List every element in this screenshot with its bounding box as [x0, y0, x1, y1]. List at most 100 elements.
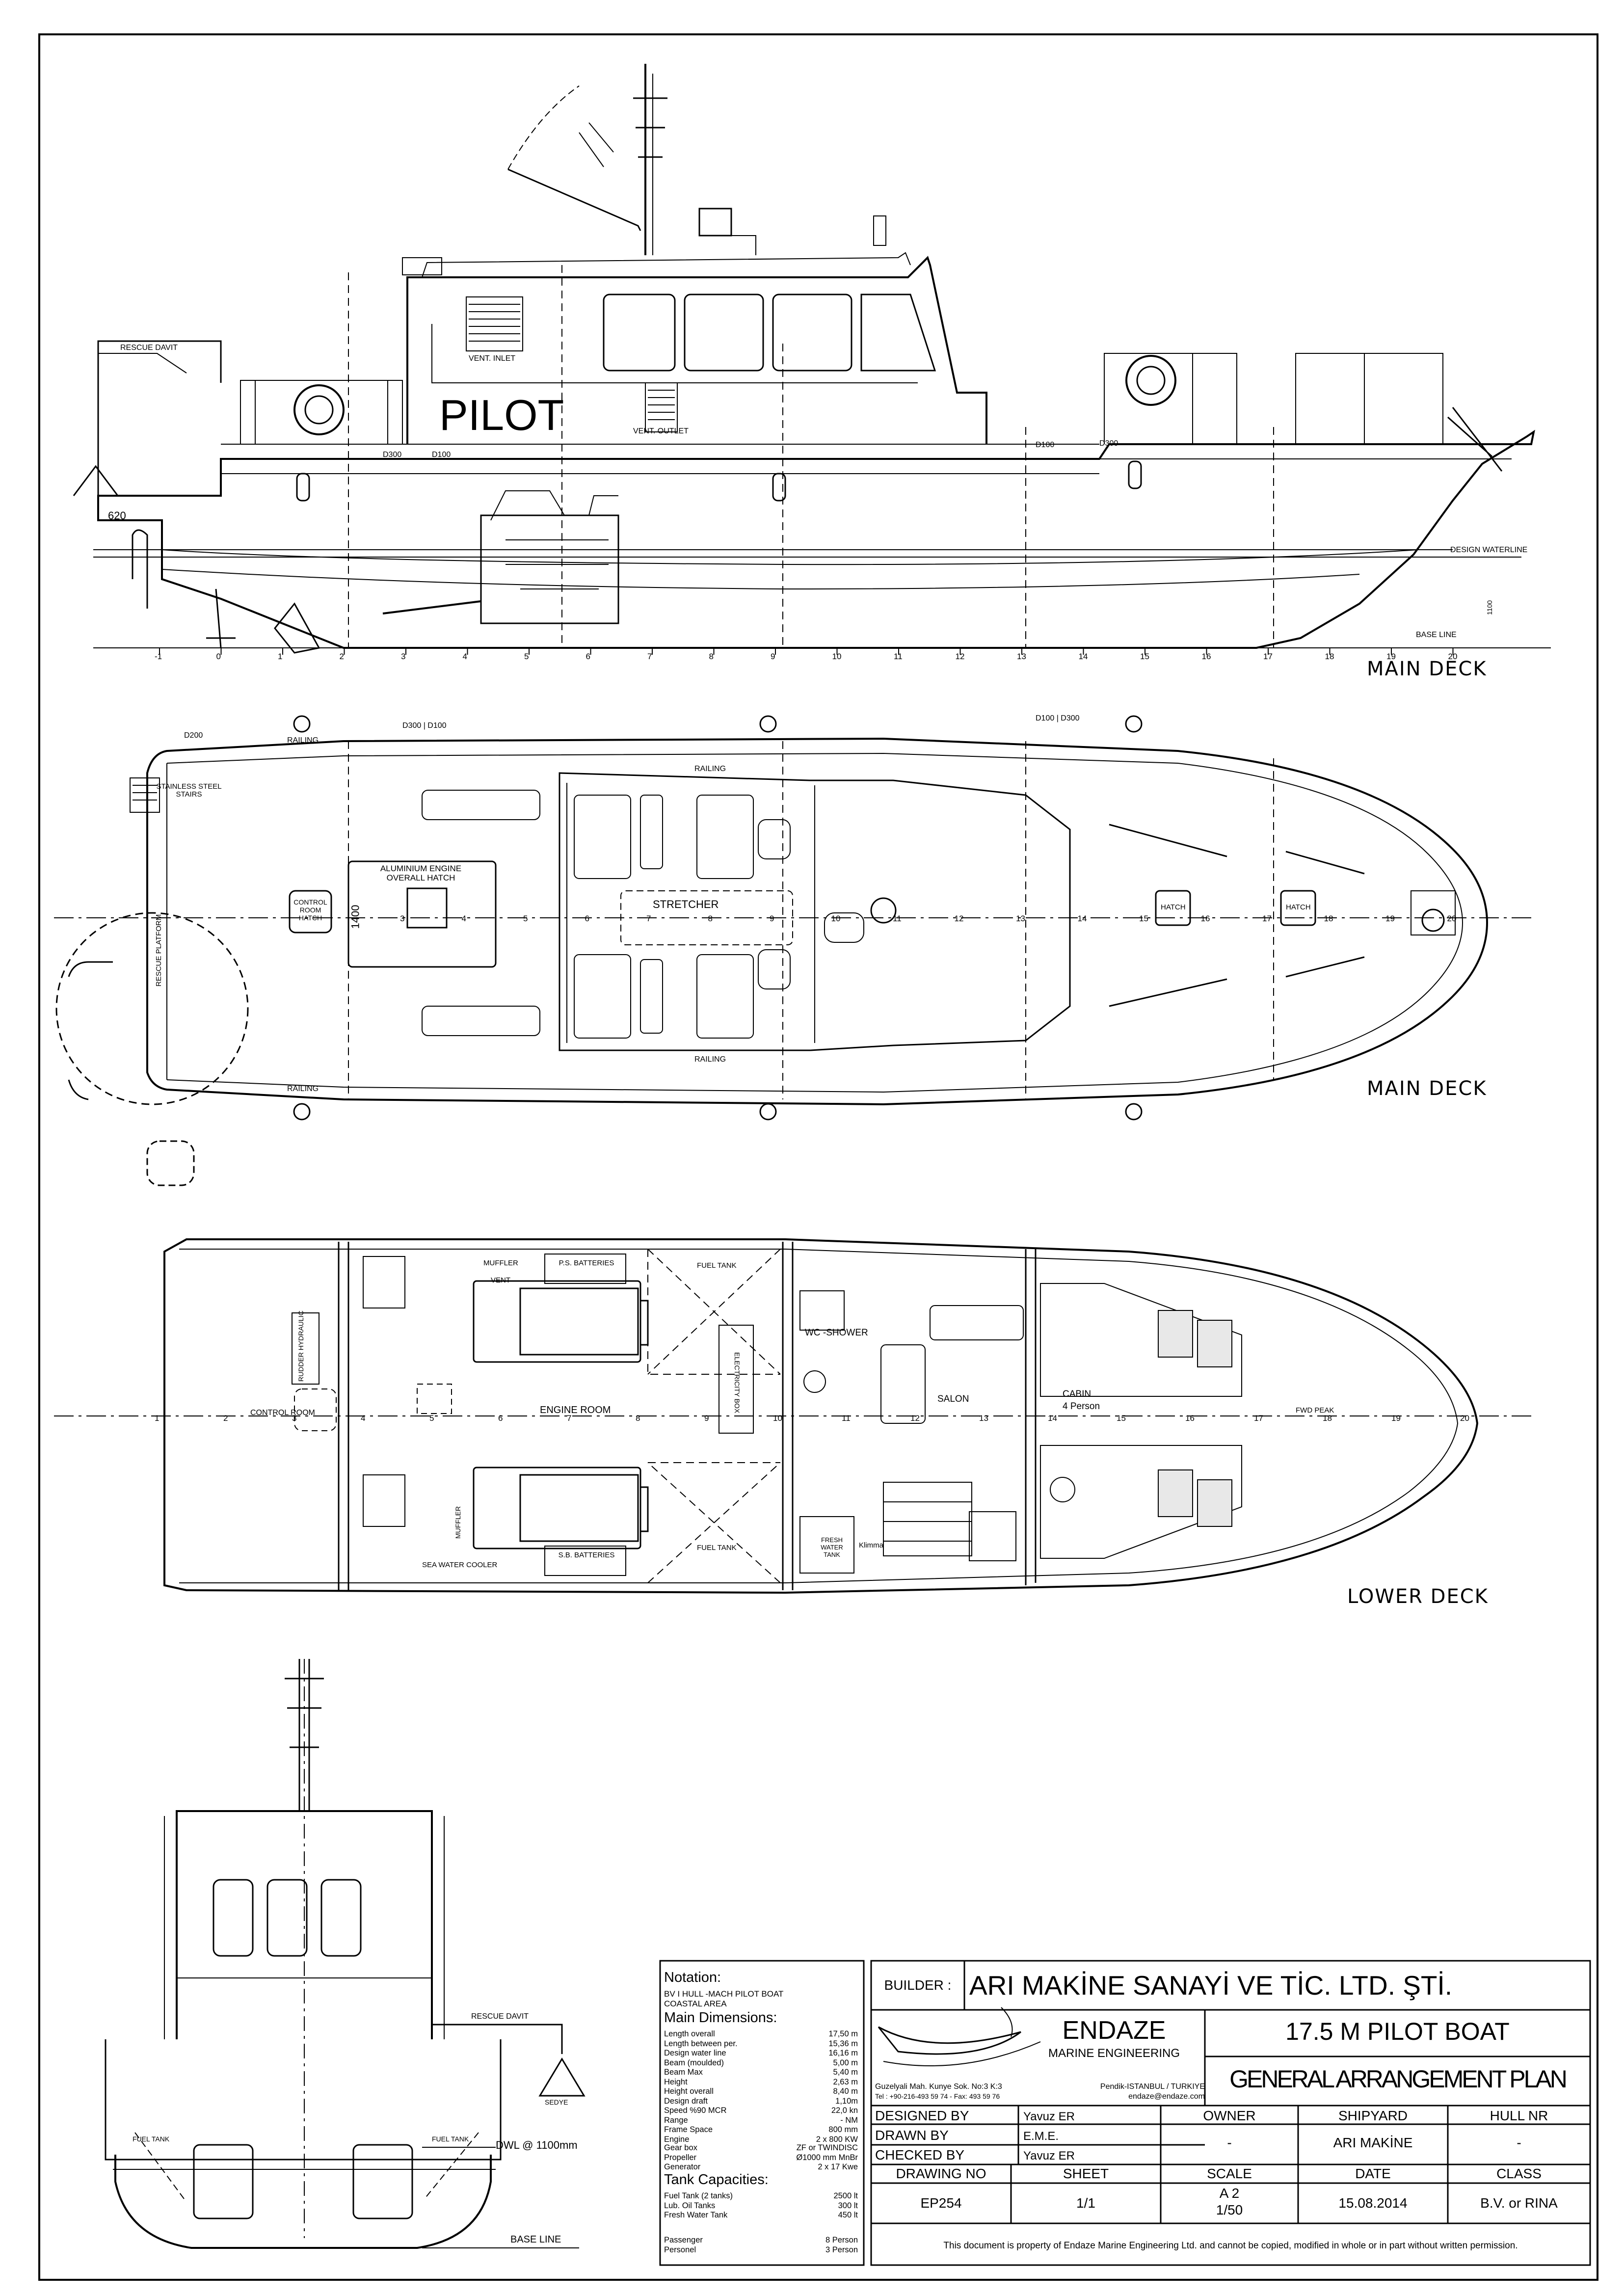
lower-fwd-peak: FWD PEAK [1296, 1406, 1334, 1415]
frame-number: 7 [647, 652, 652, 661]
frame-number: 13 [1017, 652, 1026, 661]
frame-number: 20 [1447, 914, 1457, 923]
notation-key: Fuel Tank (2 tanks) [664, 2191, 733, 2200]
notation-value: 5,40 m [833, 2068, 858, 2077]
lower-fresh-water-tank: FRESH WATER TANK [821, 1536, 843, 1558]
frame-number: 8 [709, 652, 714, 661]
builder-name: ARI MAKİNE SANAYİ VE TİC. LTD. ŞTİ. [969, 1970, 1453, 2001]
lower-engine-room: ENGINE ROOM [540, 1405, 611, 1415]
lower-ps-batteries: P.S. BATTERIES [559, 1259, 614, 1267]
builder-label: BUILDER : [884, 1977, 952, 1993]
deck-railing-mid-top: RAILING [694, 765, 726, 773]
lower-sb-batteries: S.B. BATTERIES [558, 1551, 615, 1559]
sheet-label: SHEET [1063, 2166, 1109, 2181]
frame-number: 9 [704, 1414, 709, 1423]
notation-key: Speed %90 MCR [664, 2106, 727, 2115]
class-value: B.V. or RINA [1480, 2195, 1558, 2211]
lower-sea-water-cooler: SEA WATER COOLER [422, 1561, 498, 1569]
company-sub: MARINE ENGINEERING [1048, 2047, 1180, 2060]
profile-dim-620: 620 [108, 509, 126, 522]
lower-klimma: Klimma [859, 1541, 884, 1549]
shipyard-value: ARI MAKİNE [1333, 2135, 1413, 2150]
profile-fender-d300-b: D300 [1099, 439, 1118, 448]
company-name: ENDAZE [1062, 2016, 1166, 2045]
frame-number: 5 [524, 652, 529, 661]
frame-number: 3 [292, 1414, 297, 1423]
frame-number: 3 [401, 652, 406, 661]
profile-dim-1100: 1100 [1486, 600, 1494, 615]
frame-number: 16 [1201, 652, 1211, 661]
notation-key: Gear box [664, 2143, 697, 2152]
frame-number: 19 [1391, 1414, 1401, 1423]
section-base-line: BASE LINE [510, 2234, 561, 2245]
lower-cabin: CABIN [1063, 1389, 1092, 1399]
frame-number: 7 [646, 914, 651, 923]
deck-engine-hatch: ALUMINIUM ENGINE OVERALL HATCH [380, 864, 462, 882]
notation-key: Passenger [664, 2236, 703, 2244]
profile-design-waterline: DESIGN WATERLINE [1450, 546, 1528, 554]
notation-value: - NM [840, 2115, 858, 2125]
frame-number: 16 [1200, 914, 1210, 923]
frame-number: 6 [498, 1414, 503, 1423]
notation-value: 8 Person [825, 2236, 858, 2244]
deck-stairs: STAINLESS STEEL STAIRS [156, 782, 222, 799]
notation-value: 3 Person [825, 2245, 858, 2254]
notation-value: 2500 lt [833, 2191, 858, 2200]
section-fuel-tank-left: FUEL TANK [133, 2135, 170, 2143]
main-deck-view [54, 715, 1536, 1186]
deck-railing-top: RAILING [287, 736, 319, 745]
deck-stretcher: STRETCHER [653, 898, 719, 910]
lower-cabin-persons: 4 Person [1063, 1401, 1100, 1412]
notation-key: Propeller [664, 2153, 697, 2162]
profile-title: MAIN DECK [1367, 658, 1487, 680]
deck-hatch-a: HATCH [1161, 903, 1186, 911]
frame-number: 4 [462, 652, 467, 661]
profile-fender-d100-b: D100 [1036, 441, 1055, 449]
frame-number: 18 [1324, 914, 1333, 923]
shipyard-label: SHIPYARD [1338, 2108, 1408, 2123]
notation-value: 17,50 m [828, 2029, 858, 2038]
deck-railing-mid-bottom: RAILING [694, 1055, 726, 1064]
notation-key: Length between per. [664, 2039, 738, 2048]
notation-value: 2,63 m [833, 2077, 858, 2086]
frame-number: 14 [1048, 1414, 1057, 1423]
notation-key: Beam Max [664, 2068, 703, 2077]
notation-dims-title: Main Dimensions: [664, 2010, 777, 2026]
frame-number: 5 [429, 1414, 434, 1423]
profile-fender-d100-a: D100 [432, 451, 451, 459]
notation-title: Notation: [664, 1970, 721, 1985]
section-dwl: DWL @ 1100mm [496, 2139, 578, 2151]
notation-value: 300 lt [838, 2201, 858, 2210]
notation-value: 8,40 m [833, 2087, 858, 2096]
frame-number: 18 [1323, 1414, 1332, 1423]
profile-base-line: BASE LINE [1416, 631, 1457, 639]
lower-control-room: CONTROL ROOM [250, 1409, 315, 1417]
lower-muffler-top: MUFFLER [483, 1259, 518, 1267]
checked-by-label: CHECKED BY [875, 2147, 965, 2163]
frame-number: 1 [278, 652, 283, 661]
lower-salon: SALON [937, 1394, 969, 1404]
frame-number: 8 [708, 914, 713, 923]
notation-value: 450 lt [838, 2211, 858, 2219]
frame-number: 19 [1386, 652, 1396, 661]
frame-number: 11 [894, 652, 903, 661]
frame-number: 7 [567, 1414, 572, 1423]
notation-value: 5,00 m [833, 2058, 858, 2067]
notation-key: Design water line [664, 2049, 726, 2057]
profile-pilot-text: PILOT [439, 391, 564, 439]
main-deck-title: MAIN DECK [1367, 1077, 1487, 1100]
frame-number: 1 [155, 1414, 160, 1423]
address-left: Guzelyali Mah. Kunye Sok. No:3 K:3 [875, 2082, 1002, 2091]
notation-key: Fresh Water Tank [664, 2211, 728, 2219]
scale-ratio: 1/50 [1216, 2202, 1243, 2217]
notation-key: Beam (moulded) [664, 2058, 724, 2067]
designed-by-label: DESIGNED BY [875, 2108, 969, 2123]
notation-value: Ø1000 mm MnBr [796, 2153, 858, 2162]
notation-value: 1,10m [835, 2096, 858, 2106]
frame-number: 13 [979, 1414, 988, 1423]
deck-control-room-hatch: CONTROL ROOM HATCH [293, 898, 327, 922]
lower-rudder-hydraulic: RUDDER HYDRAULIC [297, 1310, 305, 1382]
deck-rescue-platform: RESCUE PLATFORM [155, 914, 163, 987]
section-sedye: SEDYE [545, 2098, 568, 2106]
